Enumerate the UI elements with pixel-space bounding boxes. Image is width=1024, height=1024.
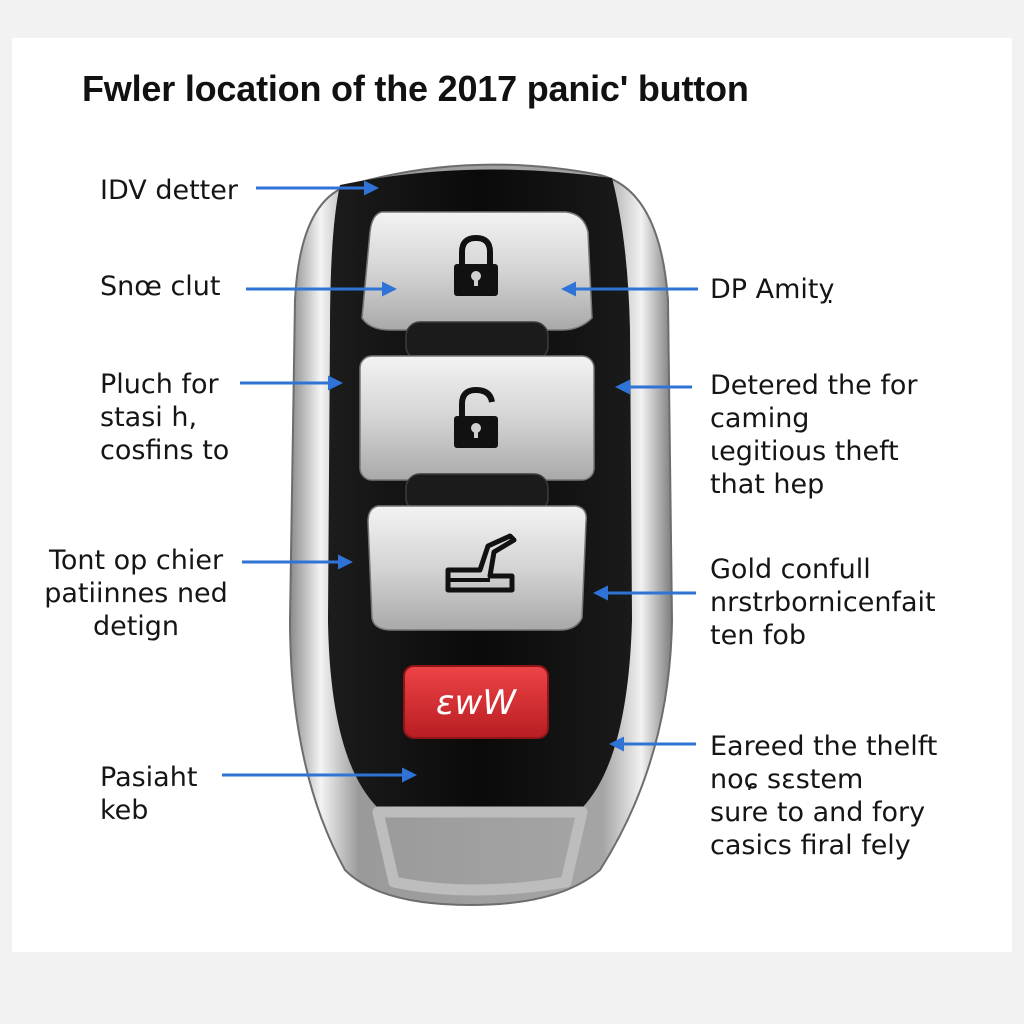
- button-separator: [405, 321, 549, 361]
- callout-label-left-1: IDV detter: [100, 175, 238, 206]
- lock-icon: [454, 234, 498, 296]
- panic-button[interactable]: ɛwW: [403, 665, 549, 739]
- unlock-icon: [454, 386, 498, 448]
- callout-label-right-1: DP Amitỵ: [710, 274, 835, 305]
- key-ring-loop: [372, 806, 588, 896]
- callout-label-left-4: Tont op chier patiinnes ned detign: [44, 545, 228, 642]
- lock-button[interactable]: [361, 211, 593, 331]
- callout-arrows: [222, 180, 698, 783]
- callout-label-left-3: Pluch for stasi h, cosfins to: [100, 369, 230, 466]
- panic-button-label: ɛwW: [436, 683, 517, 723]
- callout-label-left-2: Snœ clut: [100, 271, 221, 302]
- trunk-button[interactable]: [367, 505, 588, 631]
- callout-label-right-4: Eareed the thelft noɕ sɛstem sure to and…: [710, 731, 938, 861]
- diagram-title: Fwler location of the 2017 panic' button: [78, 66, 912, 114]
- callout-label-left-5: Pasiaht keb: [100, 762, 198, 826]
- callout-label-right-2: Detered the for caming ɩegitious theft t…: [710, 370, 918, 500]
- unlock-button[interactable]: [359, 355, 595, 481]
- callout-label-right-3: Gold confull nrstrbornicenfait ten fob: [710, 554, 936, 651]
- trunk-icon: [445, 533, 517, 593]
